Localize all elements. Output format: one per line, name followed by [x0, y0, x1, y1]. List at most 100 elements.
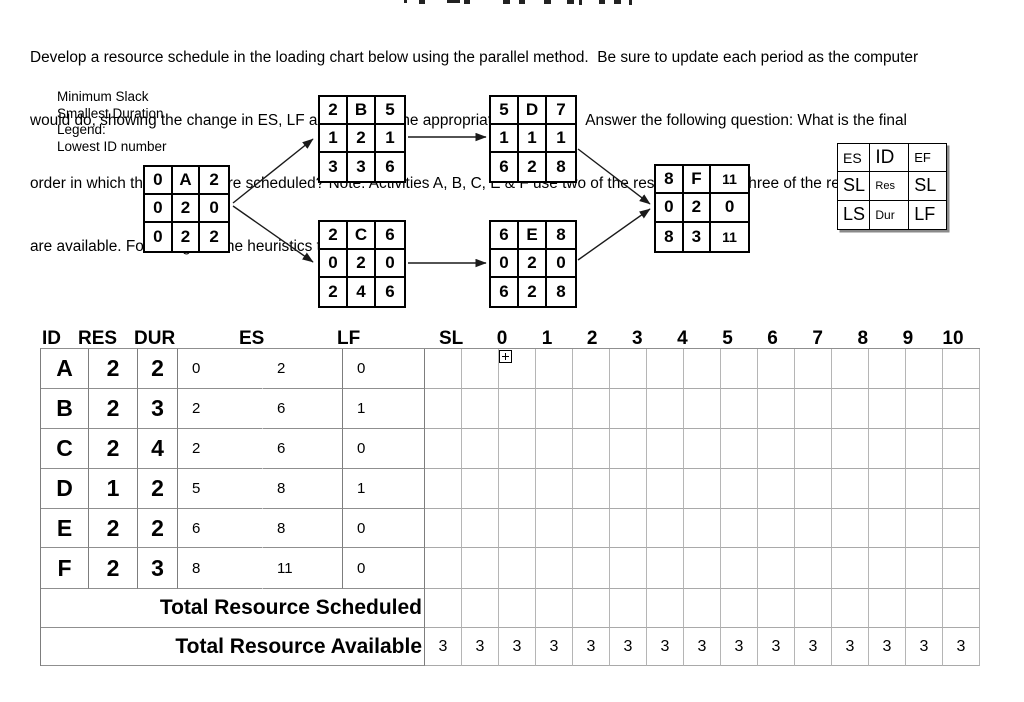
- period-cell[interactable]: [832, 349, 869, 389]
- period-cell[interactable]: [869, 509, 906, 548]
- cell-D-es[interactable]: 5: [178, 469, 263, 509]
- period-cell[interactable]: [573, 469, 610, 509]
- period-cell[interactable]: [499, 469, 536, 509]
- period-cell[interactable]: [499, 589, 536, 628]
- period-cell[interactable]: [906, 589, 943, 628]
- period-cell[interactable]: [684, 589, 721, 628]
- cell-E-lf[interactable]: 8: [263, 509, 343, 548]
- period-cell[interactable]: [610, 548, 647, 589]
- period-cell[interactable]: [758, 349, 795, 389]
- period-cell[interactable]: [943, 469, 980, 509]
- period-cell[interactable]: [573, 589, 610, 628]
- cell-B-lf[interactable]: 6: [263, 389, 343, 429]
- period-cell[interactable]: [684, 509, 721, 548]
- period-cell[interactable]: [610, 589, 647, 628]
- period-cell[interactable]: [425, 469, 462, 509]
- period-cell[interactable]: [425, 548, 462, 589]
- period-cell[interactable]: [721, 589, 758, 628]
- period-cell[interactable]: [573, 349, 610, 389]
- expand-marker-icon[interactable]: [499, 350, 512, 363]
- period-cell[interactable]: [499, 509, 536, 548]
- period-cell[interactable]: [499, 389, 536, 429]
- period-cell[interactable]: [610, 469, 647, 509]
- period-cell[interactable]: [869, 389, 906, 429]
- period-cell[interactable]: [943, 349, 980, 389]
- period-cell[interactable]: [536, 389, 573, 429]
- cell-D-lf[interactable]: 8: [263, 469, 343, 509]
- period-cell[interactable]: [462, 349, 499, 389]
- period-cell[interactable]: [832, 469, 869, 509]
- cell-A-lf[interactable]: 2: [263, 349, 343, 389]
- period-cell[interactable]: [610, 509, 647, 548]
- cell-D-sl[interactable]: 1: [343, 469, 425, 509]
- period-cell[interactable]: [758, 509, 795, 548]
- cell-B-sl[interactable]: 1: [343, 389, 425, 429]
- cell-C-lf[interactable]: 6: [263, 429, 343, 469]
- period-cell[interactable]: [758, 589, 795, 628]
- period-cell[interactable]: [758, 429, 795, 469]
- period-cell[interactable]: [684, 429, 721, 469]
- period-cell[interactable]: [425, 429, 462, 469]
- period-cell[interactable]: [610, 349, 647, 389]
- period-cell[interactable]: [906, 469, 943, 509]
- period-cell[interactable]: [536, 509, 573, 548]
- period-cell[interactable]: [647, 389, 684, 429]
- period-cell[interactable]: [795, 349, 832, 389]
- cell-C-sl[interactable]: 0: [343, 429, 425, 469]
- cell-E-es[interactable]: 6: [178, 509, 263, 548]
- cell-F-sl[interactable]: 0: [343, 548, 425, 589]
- period-cell[interactable]: [425, 349, 462, 389]
- period-cell[interactable]: [943, 548, 980, 589]
- period-cell[interactable]: [462, 589, 499, 628]
- period-cell[interactable]: [647, 429, 684, 469]
- period-cell[interactable]: [943, 509, 980, 548]
- period-cell[interactable]: [906, 429, 943, 469]
- period-cell[interactable]: [832, 548, 869, 589]
- period-cell[interactable]: [832, 389, 869, 429]
- period-cell[interactable]: [869, 349, 906, 389]
- period-cell[interactable]: [906, 509, 943, 548]
- period-cell[interactable]: [536, 589, 573, 628]
- period-cell[interactable]: [610, 429, 647, 469]
- period-cell[interactable]: [647, 349, 684, 389]
- period-cell[interactable]: [906, 349, 943, 389]
- period-cell[interactable]: [832, 429, 869, 469]
- period-cell[interactable]: [536, 469, 573, 509]
- period-cell[interactable]: [721, 548, 758, 589]
- period-cell[interactable]: [795, 389, 832, 429]
- period-cell[interactable]: [869, 469, 906, 509]
- period-cell[interactable]: [499, 349, 536, 389]
- period-cell[interactable]: [647, 548, 684, 589]
- period-cell[interactable]: [462, 469, 499, 509]
- period-cell[interactable]: [869, 589, 906, 628]
- period-cell[interactable]: [536, 349, 573, 389]
- cell-A-sl[interactable]: 0: [343, 349, 425, 389]
- period-cell[interactable]: [462, 429, 499, 469]
- period-cell[interactable]: [869, 548, 906, 589]
- cell-A-es[interactable]: 0: [178, 349, 263, 389]
- period-cell[interactable]: [499, 548, 536, 589]
- period-cell[interactable]: [425, 509, 462, 548]
- period-cell[interactable]: [573, 389, 610, 429]
- period-cell[interactable]: [758, 469, 795, 509]
- period-cell[interactable]: [425, 589, 462, 628]
- period-cell[interactable]: [647, 469, 684, 509]
- period-cell[interactable]: [721, 469, 758, 509]
- period-cell[interactable]: [758, 389, 795, 429]
- period-cell[interactable]: [943, 429, 980, 469]
- period-cell[interactable]: [573, 509, 610, 548]
- period-cell[interactable]: [795, 509, 832, 548]
- period-cell[interactable]: [832, 509, 869, 548]
- period-cell[interactable]: [758, 548, 795, 589]
- period-cell[interactable]: [795, 429, 832, 469]
- cell-F-es[interactable]: 8: [178, 548, 263, 589]
- period-cell[interactable]: [795, 589, 832, 628]
- period-cell[interactable]: [721, 349, 758, 389]
- period-cell[interactable]: [610, 389, 647, 429]
- period-cell[interactable]: [573, 548, 610, 589]
- period-cell[interactable]: [906, 389, 943, 429]
- period-cell[interactable]: [499, 429, 536, 469]
- period-cell[interactable]: [536, 429, 573, 469]
- period-cell[interactable]: [943, 589, 980, 628]
- period-cell[interactable]: [684, 389, 721, 429]
